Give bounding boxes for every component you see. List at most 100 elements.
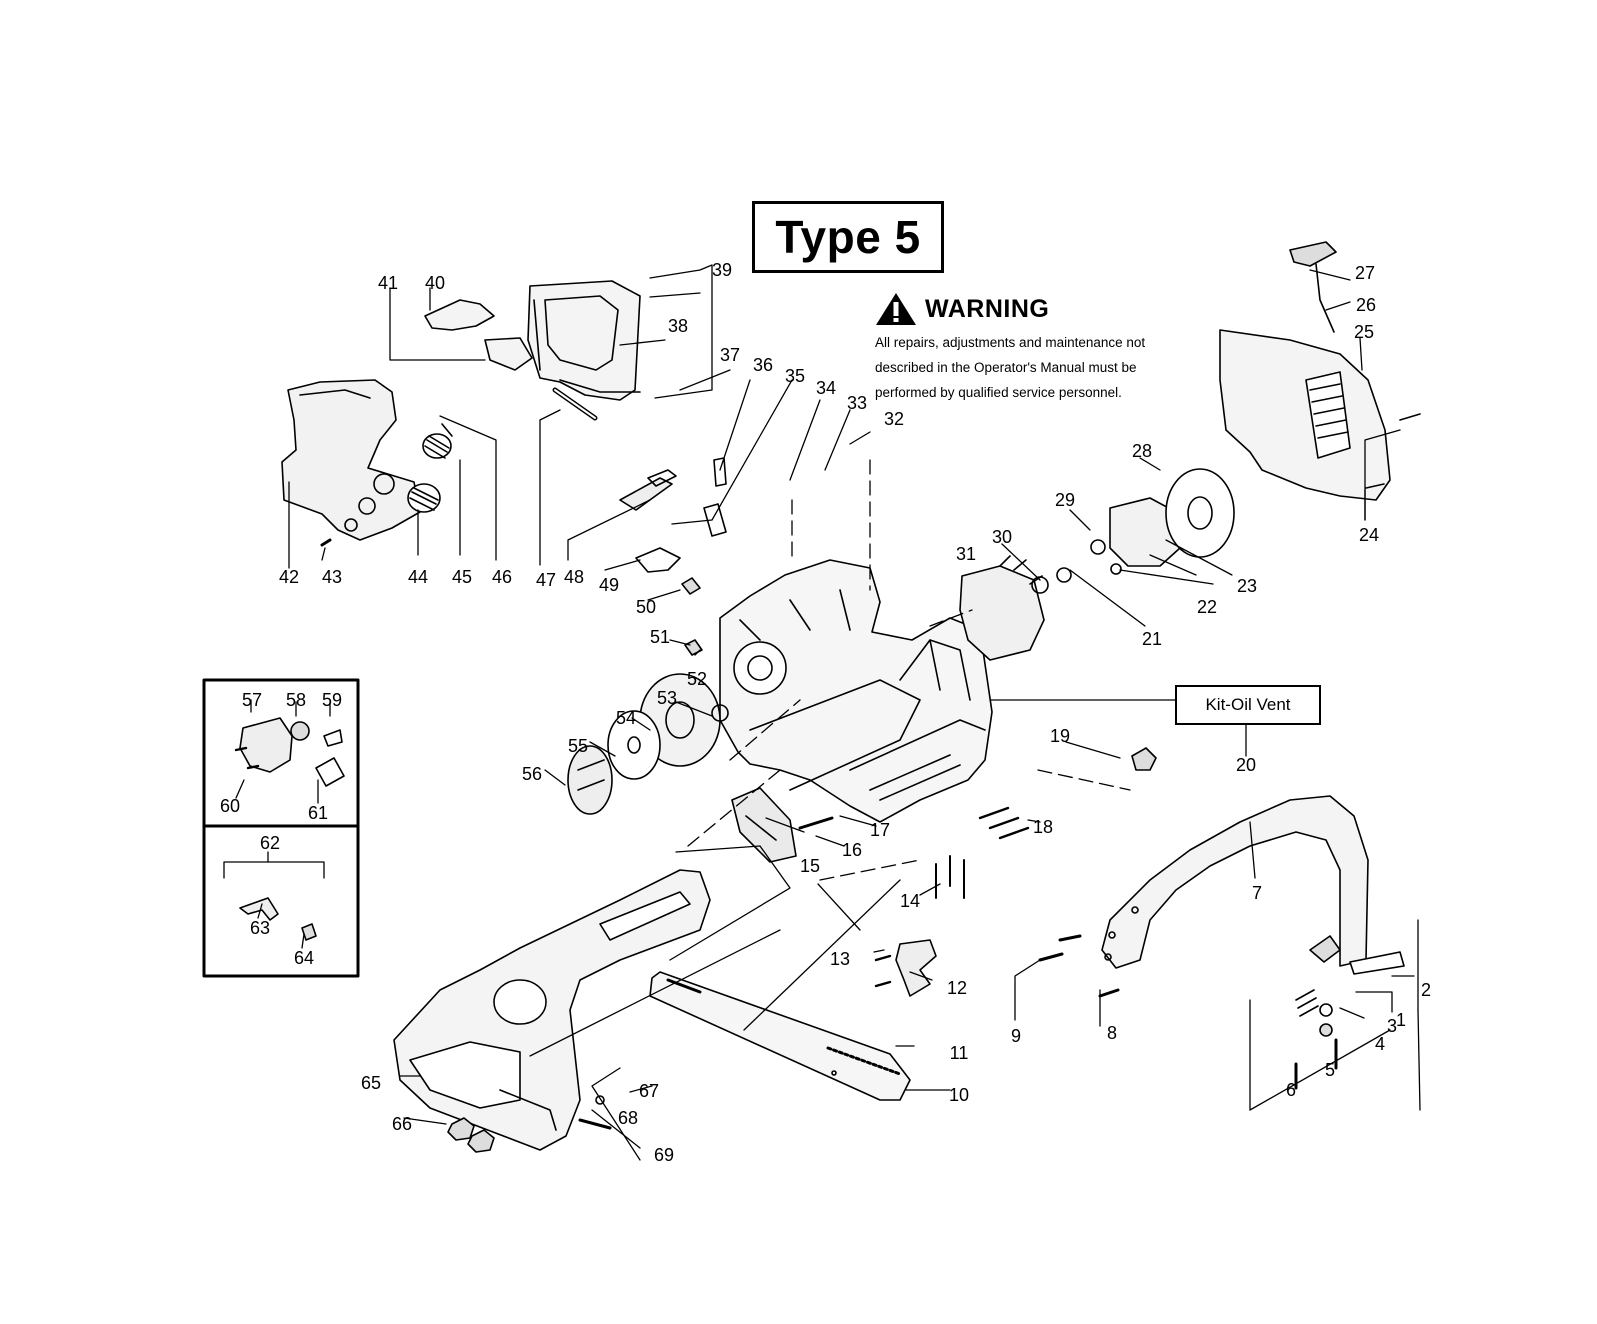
part-number-26: 26 [1355, 295, 1377, 315]
part-number-47: 47 [535, 570, 557, 590]
part-number-12: 12 [946, 978, 968, 998]
guide-bar-part [649, 971, 911, 1101]
part-number-58: 58 [285, 690, 307, 710]
part-number-2: 2 [1420, 980, 1432, 1000]
part-number-43: 43 [321, 567, 343, 587]
warning-heading: WARNING [925, 294, 1050, 323]
spring-47 [552, 387, 598, 421]
warning-line-2: described in the Operator's Manual must … [875, 360, 1137, 375]
part-number-48: 48 [563, 567, 585, 587]
part-number-54: 54 [615, 708, 637, 728]
part-number-24: 24 [1358, 525, 1380, 545]
part-number-10: 10 [948, 1085, 970, 1105]
part-number-5: 5 [1324, 1060, 1336, 1080]
sprocket-cover-part [393, 869, 711, 1151]
part-number-20: 20 [1235, 755, 1257, 775]
part-number-16: 16 [841, 840, 863, 860]
part-number-1: 1 [1395, 1010, 1407, 1030]
dashed-alignment-lines [687, 459, 1131, 881]
part-number-13: 13 [829, 949, 851, 969]
part-number-21: 21 [1141, 629, 1163, 649]
part-number-44: 44 [407, 567, 429, 587]
part-number-7: 7 [1251, 883, 1263, 903]
part-number-9: 9 [1010, 1026, 1022, 1046]
bar-nuts [447, 1095, 612, 1153]
part-number-41: 41 [377, 273, 399, 293]
part-number-22: 22 [1196, 597, 1218, 617]
part-number-4: 4 [1374, 1034, 1386, 1054]
part-number-64: 64 [293, 948, 315, 968]
part-number-30: 30 [991, 527, 1013, 547]
part-number-38: 38 [667, 316, 689, 336]
inset-boxes [202, 678, 360, 978]
inset-oil-pump [234, 717, 345, 787]
starter-housing-part [1219, 241, 1421, 501]
part-number-56: 56 [521, 764, 543, 784]
part-number-53: 53 [656, 688, 678, 708]
clutch-drum-parts [567, 673, 729, 815]
part-number-23: 23 [1236, 576, 1258, 596]
part-number-63: 63 [249, 918, 271, 938]
part-number-34: 34 [815, 378, 837, 398]
warning-header: WARNING [875, 292, 1205, 326]
bumper-spike-part [874, 939, 937, 997]
kit-oil-vent-label: Kit-Oil Vent [1175, 685, 1321, 725]
rear-handle-part [527, 280, 641, 401]
part-number-69: 69 [653, 1145, 675, 1165]
warning-triangle-icon [876, 293, 916, 325]
part-number-28: 28 [1131, 441, 1153, 461]
part-number-14: 14 [899, 891, 921, 911]
part-number-68: 68 [617, 1108, 639, 1128]
part-number-55: 55 [567, 736, 589, 756]
oil-pump-parts [619, 457, 727, 656]
part-number-6: 6 [1285, 1080, 1297, 1100]
part-number-49: 49 [598, 575, 620, 595]
part-number-18: 18 [1032, 817, 1054, 837]
part-number-36: 36 [752, 355, 774, 375]
part-number-11: 11 [949, 1043, 969, 1063]
part-number-15: 15 [799, 856, 821, 876]
part-number-31: 31 [955, 544, 977, 564]
part-number-59: 59 [321, 690, 343, 710]
type-title-box: Type 5 [752, 201, 944, 273]
part-number-46: 46 [491, 567, 513, 587]
leader-lines [223, 264, 1421, 1161]
part-number-27: 27 [1354, 263, 1376, 283]
part-number-50: 50 [635, 597, 657, 617]
part-number-57: 57 [241, 690, 263, 710]
assembly-lines [529, 845, 901, 1057]
type-title: Type 5 [775, 211, 921, 263]
part-number-51: 51 [649, 627, 671, 647]
front-housing-part [281, 379, 421, 541]
flywheel-part [959, 555, 1072, 661]
part-number-19: 19 [1049, 726, 1071, 746]
part-number-65: 65 [360, 1073, 382, 1093]
clutch-starter-parts [1090, 468, 1235, 575]
warning-line-3: performed by qualified service personnel… [875, 385, 1122, 400]
warning-notice: WARNING All repairs, adjustments and mai… [875, 292, 1205, 405]
part-number-8: 8 [1106, 1023, 1118, 1043]
part-number-29: 29 [1054, 490, 1076, 510]
front-handlebar-part [1038, 795, 1405, 1090]
throttle-trigger-part [424, 299, 533, 371]
part-number-60: 60 [219, 796, 241, 816]
part-number-3: 3 [1386, 1016, 1398, 1036]
part-number-17: 17 [869, 820, 891, 840]
part-number-52: 52 [686, 669, 708, 689]
part-number-33: 33 [846, 393, 868, 413]
part-number-67: 67 [638, 1081, 660, 1101]
part-number-40: 40 [424, 273, 446, 293]
warning-message: All repairs, adjustments and maintenance… [875, 330, 1205, 405]
oil-vent-part [935, 747, 1157, 899]
crankcase-part [719, 559, 993, 823]
part-number-37: 37 [719, 345, 741, 365]
part-number-42: 42 [278, 567, 300, 587]
part-number-62: 62 [259, 833, 281, 853]
inset-hose [239, 897, 317, 941]
part-number-25: 25 [1353, 322, 1375, 342]
warning-line-1: All repairs, adjustments and maintenance… [875, 335, 1146, 350]
part-number-35: 35 [784, 366, 806, 386]
bar-plate-part [731, 787, 834, 863]
